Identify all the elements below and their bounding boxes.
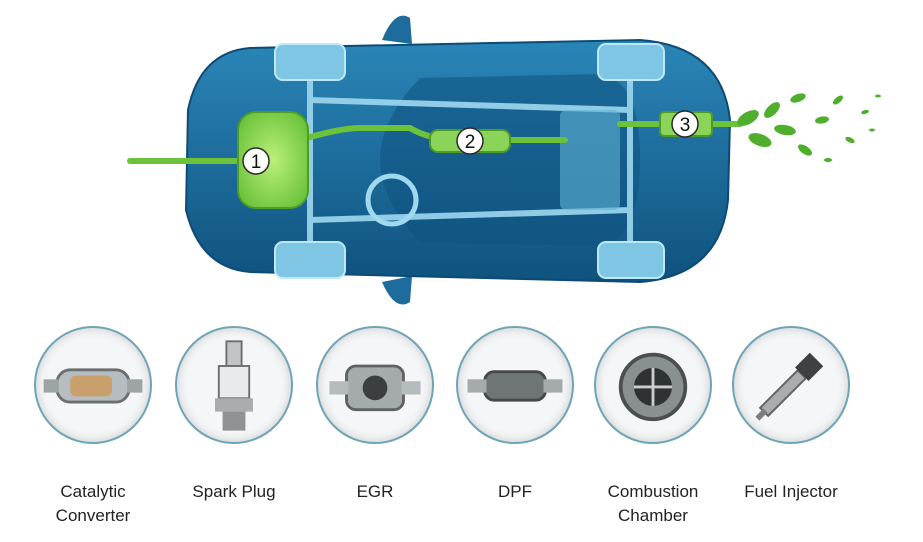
part-combustion-chamber: Combustion Chamber	[578, 326, 728, 528]
part-label-egr: EGR	[356, 482, 394, 501]
spark-plug-icon	[175, 326, 293, 444]
svg-text:3: 3	[680, 115, 691, 136]
car-exhaust-diagram: 1 2 3	[127, 15, 881, 305]
dpf-filter-icon	[456, 326, 574, 444]
steering-wheel	[365, 173, 419, 227]
wheels	[274, 43, 665, 279]
marker-2: 2	[456, 127, 484, 155]
part-spark-plug: Spark Plug	[159, 326, 309, 504]
leaves-cluster	[737, 93, 881, 162]
engine-block	[237, 111, 309, 209]
left-mirror	[382, 15, 412, 44]
egr-valve-icon	[316, 326, 434, 444]
part-label-dpf: DPF	[498, 482, 532, 501]
parts-row: Catalytic Converter Spark Plug EGR DPF C…	[0, 326, 923, 542]
svg-text:2: 2	[465, 132, 476, 153]
rear-tank	[560, 110, 620, 210]
fuel-injector-icon	[732, 326, 850, 444]
catalytic-converter-icon	[34, 326, 152, 444]
part-dpf: DPF	[440, 326, 590, 504]
right-mirror	[382, 276, 412, 305]
part-fuel-injector: Fuel Injector	[716, 326, 866, 504]
part-label-catalytic-converter: Catalytic Converter	[55, 482, 131, 525]
part-label-spark-plug: Spark Plug	[192, 482, 276, 501]
marker-3: 3	[671, 110, 699, 138]
svg-text:1: 1	[251, 152, 262, 173]
chassis	[307, 70, 633, 250]
part-label-combustion-chamber: Combustion Chamber	[607, 482, 699, 525]
marker-1: 1	[242, 147, 270, 175]
part-label-fuel-injector: Fuel Injector	[744, 482, 838, 501]
part-catalytic-converter: Catalytic Converter	[18, 326, 168, 528]
part-egr: EGR	[300, 326, 450, 504]
combustion-chamber-icon	[594, 326, 712, 444]
